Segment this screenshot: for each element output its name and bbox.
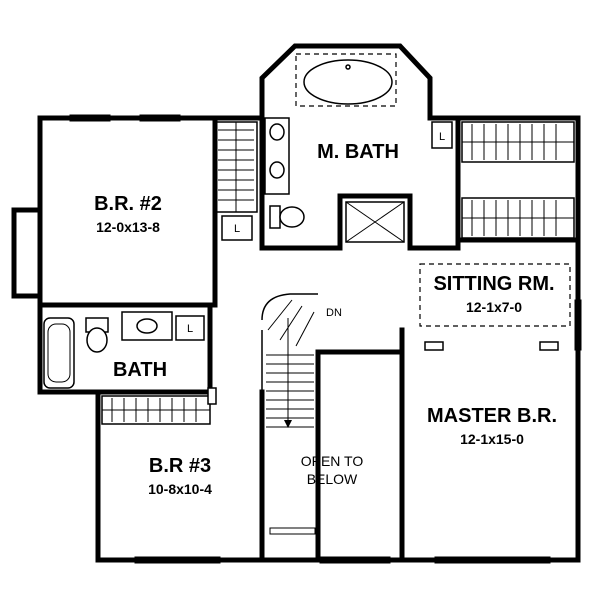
hall-bath: L BATH bbox=[43, 311, 205, 389]
br2-linen-label: L bbox=[234, 223, 240, 235]
walls bbox=[11, 43, 581, 563]
closets: L bbox=[101, 121, 575, 425]
room-name-br2: B.R. #2 bbox=[94, 193, 162, 215]
sink-icon bbox=[269, 123, 285, 141]
stair: DN bbox=[261, 293, 342, 428]
bathtub-icon bbox=[43, 317, 75, 389]
windows bbox=[69, 114, 582, 564]
sink-icon bbox=[269, 161, 285, 179]
sink-icon bbox=[136, 318, 158, 334]
master-bath: L M. BATH bbox=[264, 53, 453, 243]
toilet-icon bbox=[279, 206, 305, 228]
shower-icon bbox=[345, 201, 405, 243]
linen-label: L bbox=[439, 131, 445, 143]
bath-linen-label: L bbox=[187, 323, 193, 335]
room-dims-sitting: 12-1x7-0 bbox=[466, 299, 522, 315]
room-name-master-bath: M. BATH bbox=[317, 141, 399, 163]
door-marks bbox=[207, 341, 559, 405]
open-to-below-line1: OPEN TO bbox=[301, 453, 364, 469]
room-dims-master-br: 12-1x15-0 bbox=[460, 431, 524, 447]
room-name-bath: BATH bbox=[113, 359, 167, 381]
bathtub-icon bbox=[303, 59, 393, 105]
room-dims-br2: 12-0x13-8 bbox=[96, 219, 160, 235]
room-name-br3: B.R #3 bbox=[149, 455, 211, 477]
open-to-below-line2: BELOW bbox=[307, 471, 358, 487]
room-name-sitting: SITTING RM. bbox=[433, 273, 554, 295]
room-dims-br3: 10-8x10-4 bbox=[148, 481, 212, 497]
toilet-icon bbox=[86, 327, 108, 353]
room-name-master-br: MASTER B.R. bbox=[427, 405, 557, 427]
stair-dn-label: DN bbox=[326, 307, 342, 319]
